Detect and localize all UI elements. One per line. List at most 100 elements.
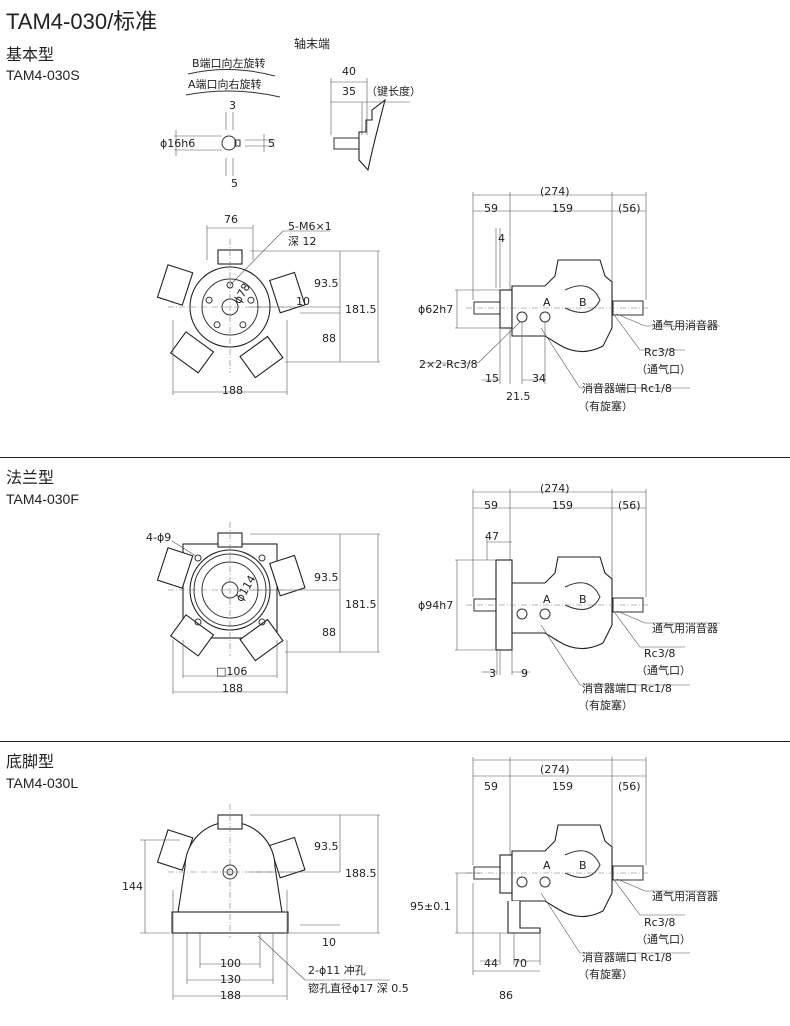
section-divider — [0, 741, 790, 742]
dim-88: 88 — [322, 332, 336, 345]
vent-label: （通气口） — [636, 363, 691, 376]
dim-59: 59 — [484, 202, 498, 215]
dim-34: 34 — [532, 372, 546, 385]
shaft-end-heading: 轴末端 — [294, 37, 331, 51]
front-view-basic-cylinder — [169, 331, 215, 374]
front-view-flange-cylinder — [269, 554, 306, 597]
dim-181-5: 181.5 — [345, 598, 377, 611]
side-view-basic-front-flange — [499, 289, 513, 329]
rotation-arrow-b — [187, 69, 276, 77]
dim-total: (274) — [540, 185, 570, 198]
port-a-label: A — [543, 859, 551, 872]
flange-hole — [258, 618, 266, 626]
side-view-flange-cylinder-b — [564, 582, 601, 610]
dim-shaft-length: 40 — [342, 65, 356, 78]
dim-shaft-dia: ϕ62h7 — [418, 303, 454, 316]
drawing-line — [171, 540, 197, 557]
rotation-arrow-a — [185, 90, 281, 98]
dim-70: 70 — [513, 957, 527, 970]
vent-label: （通气口） — [636, 933, 691, 946]
spotface-note: 锪孔直径ϕ17 深 0.5 — [308, 982, 409, 995]
dim-59: 59 — [484, 499, 498, 512]
mount-holes-note: 2-ϕ11 冲孔 — [308, 964, 366, 977]
section-title-basic: 基本型 — [6, 45, 55, 64]
side-view-flange-port-a2 — [539, 608, 551, 620]
dim-93-5: 93.5 — [314, 277, 339, 290]
side-view-foot-front-flange — [499, 854, 513, 894]
drawing-line — [540, 624, 581, 686]
vent-note: Rc3/8 — [644, 647, 676, 660]
drawing-line — [540, 327, 581, 389]
port-a-label: A — [543, 296, 551, 309]
flange-hole — [258, 554, 266, 562]
flange-holes: 4-ϕ9 — [146, 531, 172, 544]
side-view-foot-cylinder-b — [564, 850, 601, 878]
dim-height: 95±0.1 — [410, 900, 451, 913]
front-view-basic-cylinder — [156, 264, 194, 306]
dim-56: (56) — [618, 780, 641, 793]
dim-47: 47 — [485, 530, 499, 543]
muffler-port-note: 消音器端口 Rc1/8 — [582, 382, 672, 395]
dim-key-width: 3 — [229, 99, 236, 112]
section-divider — [0, 457, 790, 458]
side-view-flange-port-a1 — [516, 608, 528, 620]
dim-56: (56) — [618, 202, 641, 215]
model-code: TAM4-030F — [6, 491, 79, 507]
drawing-line — [611, 608, 641, 648]
dim-159: 159 — [552, 499, 573, 512]
side-view-foot-port-a1 — [516, 876, 528, 888]
plug-note: （有旋塞） — [578, 968, 633, 981]
dim-188: 188 — [220, 989, 241, 1002]
dim-9: 9 — [521, 667, 528, 680]
dim-100: 100 — [220, 957, 241, 970]
dim-key-depth: 5 — [268, 137, 275, 150]
dim-130: 130 — [220, 973, 241, 986]
port-b-label: B — [579, 296, 587, 309]
key-section — [234, 139, 241, 147]
drawing-line — [611, 311, 641, 351]
port-b-label: B — [579, 859, 587, 872]
shaft-section — [221, 135, 237, 151]
flange-hole — [194, 554, 202, 562]
mounting-thread-hole — [239, 321, 247, 329]
vent-note: Rc3/8 — [644, 346, 676, 359]
dim-93-5: 93.5 — [314, 840, 339, 853]
muffler-note: 通气用消音器 — [652, 622, 718, 635]
dim-93-5: 93.5 — [314, 571, 339, 584]
thread-depth: 深 12 — [288, 235, 317, 248]
dim-188-5: 188.5 — [345, 867, 377, 880]
dim-flange-dia: ϕ94h7 — [418, 599, 454, 612]
dim-square: □106 — [216, 665, 248, 678]
vent-label: （通气口） — [636, 664, 691, 677]
drawing-line — [611, 876, 641, 916]
dim-15: 15 — [485, 372, 499, 385]
muffler-port-note: 消音器端口 Rc1/8 — [582, 951, 672, 964]
front-view-flange-cylinder — [156, 547, 194, 589]
plug-note: （有旋塞） — [578, 699, 633, 712]
side-view-flange-motor-body — [511, 556, 613, 650]
front-view-basic-cylinder — [239, 335, 284, 379]
dim-159: 159 — [552, 202, 573, 215]
side-view-foot-port-a2 — [539, 876, 551, 888]
key-length-note: （键长度） — [366, 85, 421, 98]
vent-note: Rc3/8 — [644, 916, 676, 929]
mounting-thread-hole — [205, 296, 213, 304]
side-view-basic-motor-body — [511, 259, 613, 353]
ports-note: 2×2-Rc3/8 — [419, 358, 478, 371]
drawing-line — [616, 878, 646, 892]
model-code: TAM4-030S — [6, 67, 80, 83]
dim-181-5: 181.5 — [345, 303, 377, 316]
shaft-side — [333, 137, 360, 150]
dim-76: 76 — [224, 213, 238, 226]
muffler-port-note: 消音器端口 Rc1/8 — [582, 682, 672, 695]
dim-188: 188 — [222, 384, 243, 397]
section-title-flange: 法兰型 — [6, 468, 55, 487]
dim-144: 144 — [122, 880, 143, 893]
muffler-note: 通气用消音器 — [652, 890, 718, 903]
housing-edge — [358, 98, 386, 172]
model-code: TAM4-030L — [6, 775, 79, 791]
drawing-line — [616, 610, 646, 624]
dim-3: 3 — [489, 667, 496, 680]
dim-59: 59 — [484, 780, 498, 793]
